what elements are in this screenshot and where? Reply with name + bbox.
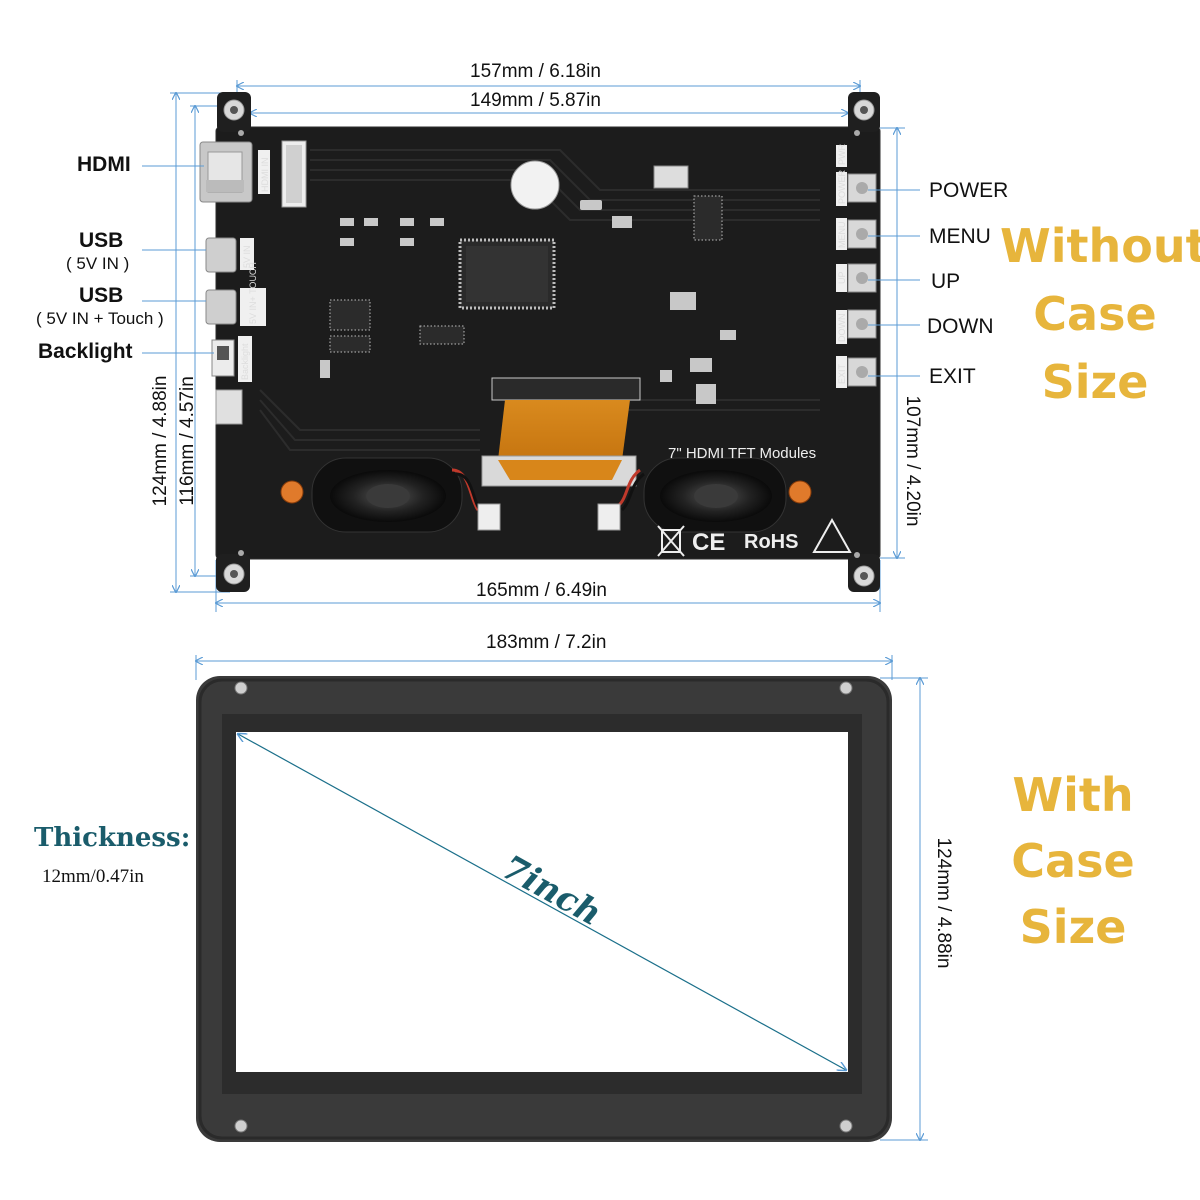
diagonal-line: [238, 734, 846, 1070]
exit-silk: EXIT: [837, 363, 847, 384]
without-case-title: Without Case Size: [1000, 219, 1200, 409]
up-label: UP: [931, 270, 961, 293]
dim-height-124-top: 124mm / 4.88in: [150, 375, 171, 507]
hdmi-in-silk: HDMI IN: [260, 158, 270, 193]
leader-lines: [142, 165, 920, 377]
board-silkscreen: 7" HDMI TFT Modules RoHS CE HDMI IN 5V I…: [240, 144, 847, 556]
down-silk: DOWN: [837, 314, 847, 343]
usb-5v-sublabel: ( 5V IN ): [66, 254, 130, 273]
exit-label: EXIT: [929, 365, 976, 388]
five-v-touch-silk: 5V IN+ TOUCH: [248, 262, 258, 324]
dim-width-165: 165mm / 6.49in: [476, 580, 607, 601]
dim-width-157: 157mm / 6.18in: [470, 61, 601, 82]
usb-5v-label: USB: [79, 229, 124, 252]
dim-height-116: 116mm / 4.57in: [177, 376, 198, 506]
dimension-lines-bottom: [196, 655, 928, 1140]
dim-case-width: 183mm / 7.2in: [486, 632, 607, 653]
backlight-silk: Backlight: [240, 343, 250, 380]
pcb-board: [199, 92, 881, 592]
thickness-label: Thickness:: [34, 823, 191, 853]
usb-touch-label: USB: [79, 284, 124, 307]
speaker-right: [643, 457, 787, 533]
usb-touch-sublabel: ( 5V IN + Touch ): [36, 309, 164, 328]
module-name-text: 7" HDMI TFT Modules: [668, 445, 816, 462]
backlight-label: Backlight: [38, 340, 133, 363]
power-label: POWER: [929, 179, 1009, 202]
ce-text: CE: [692, 529, 725, 556]
up-silk: UP: [837, 271, 847, 284]
board-buttons: [847, 173, 877, 387]
five-v-in-silk: 5V IN: [242, 245, 252, 268]
menu-label: MENU: [929, 225, 991, 248]
rohs-text: RoHS: [744, 531, 798, 553]
pwr-silk: PWR: [837, 144, 847, 165]
with-case-title: With Case Size: [1011, 768, 1135, 954]
case-frame: [196, 676, 892, 1142]
menu-silk: MENU: [837, 222, 847, 249]
speaker-left: [311, 457, 463, 533]
power-silk: POWER: [837, 169, 847, 204]
thickness-value: 12mm/0.47in: [42, 866, 144, 887]
dim-width-149: 149mm / 5.87in: [470, 90, 601, 111]
down-label: DOWN: [927, 315, 994, 338]
hdmi-label: HDMI: [77, 153, 131, 176]
dim-height-107: 107mm / 4.20in: [902, 395, 923, 527]
dim-case-height: 124mm / 4.88in: [933, 837, 954, 969]
